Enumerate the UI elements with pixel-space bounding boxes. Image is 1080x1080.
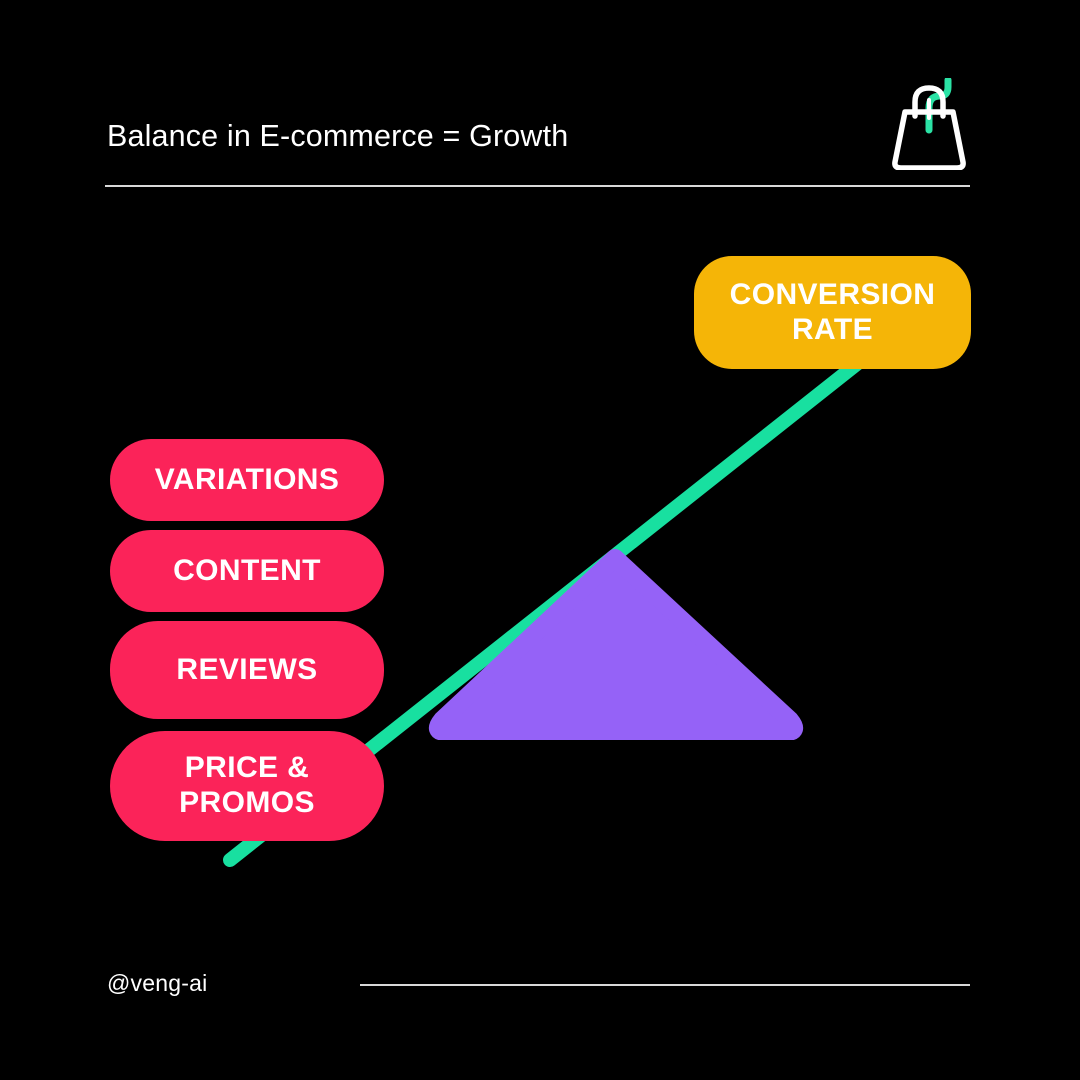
factor-pill-content[interactable]: CONTENT: [110, 530, 384, 612]
factor-pill-reviews[interactable]: REVIEWS: [110, 621, 384, 719]
factor-pill-label: PRICE &PROMOS: [179, 751, 315, 819]
author-handle: @veng-ai: [107, 970, 208, 996]
fulcrum-triangle: [428, 548, 804, 740]
footer-divider: [360, 984, 970, 986]
header-divider: [105, 185, 970, 187]
shopping-bag-mouse-logo: [888, 78, 970, 170]
factor-pill-price-promos[interactable]: PRICE &PROMOS: [110, 731, 384, 841]
page-title: Balance in E-commerce = Growth: [107, 119, 569, 153]
factor-pill-label: CONTENT: [173, 553, 321, 587]
factor-pill-variations[interactable]: VARIATIONS: [110, 439, 384, 521]
bag-handle-icon: [912, 85, 946, 119]
bag-body-icon: [892, 109, 966, 170]
factor-pill-label: VARIATIONS: [154, 462, 340, 496]
factor-pill-label: REVIEWS: [176, 652, 318, 686]
